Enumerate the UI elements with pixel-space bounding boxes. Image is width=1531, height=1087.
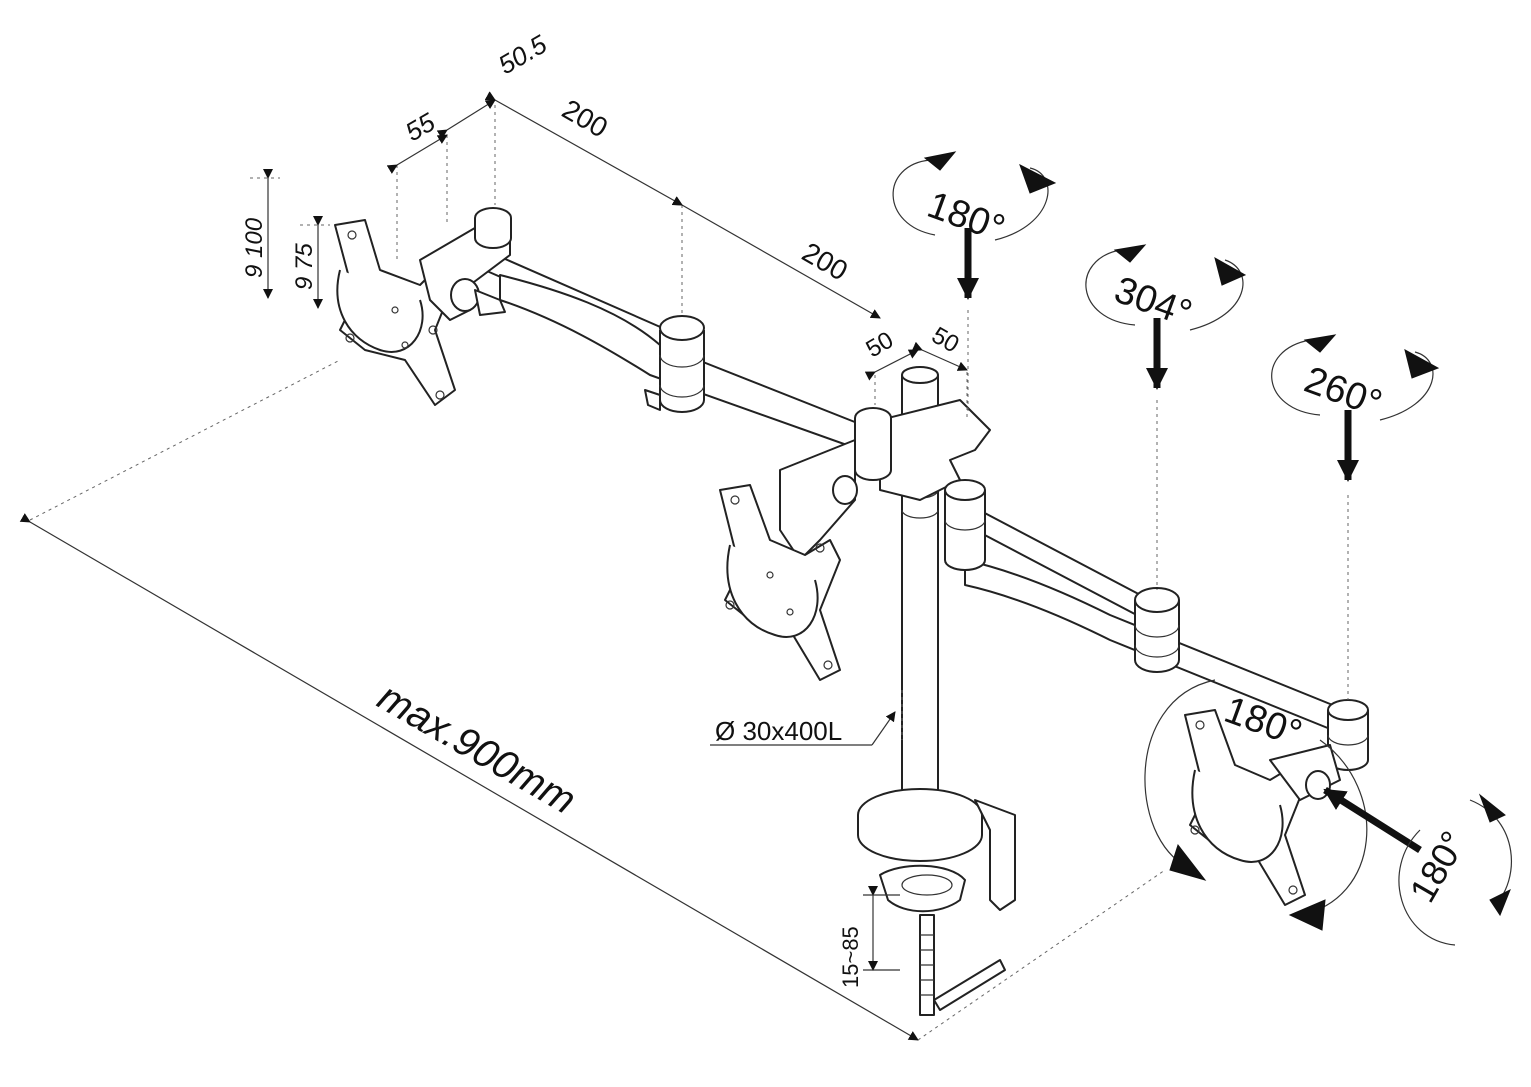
dim-50-5: 50.5 <box>493 29 552 81</box>
dim-200-mid: 200 <box>797 236 853 286</box>
max-length-label: max.900mm <box>371 675 584 823</box>
right-vesa-plate <box>1184 709 1341 906</box>
dim-975: 9 75 <box>291 243 318 290</box>
pole-label: Ø 30x400L <box>715 716 842 746</box>
left-joint <box>419 207 512 321</box>
clamp-dimension: 15~85 <box>838 886 900 988</box>
dim-200-top: 200 <box>557 93 613 143</box>
pole-callout: Ø 30x400L <box>710 690 903 746</box>
left-vesa-plate <box>334 219 456 406</box>
clamp-label: 15~85 <box>838 926 863 988</box>
max-length-dimension: max.900mm <box>19 359 1166 1041</box>
vertical-dimensions: 9 100 9 75 <box>241 169 330 309</box>
rotation-end-joint-label: 260° <box>1299 359 1387 425</box>
left-arm-middle-joint <box>644 315 705 413</box>
joint-guide-lines <box>967 310 1349 700</box>
rotation-middle-joint-label: 304° <box>1109 269 1197 335</box>
right-arm-middle-joint <box>1134 587 1180 673</box>
dim-55: 55 <box>400 106 441 147</box>
rotation-pole-top: 180° <box>892 151 1057 300</box>
center-vesa-plate <box>719 484 841 681</box>
dim-50-right: 50 <box>927 322 964 359</box>
right-arm-end-joint <box>1327 699 1369 771</box>
rotation-end-joint: 260° <box>1271 334 1440 482</box>
rotation-swivel: 180° <box>1323 787 1512 946</box>
center-hub <box>779 399 991 561</box>
desk-clamp <box>857 788 1016 1016</box>
rotation-middle-joint: 304° <box>1085 244 1247 390</box>
right-arm-first-joint <box>944 479 986 571</box>
dim-50-left: 50 <box>862 326 899 363</box>
rotation-swivel-label: 180° <box>1401 824 1474 909</box>
dim-9100: 9 100 <box>241 217 268 278</box>
